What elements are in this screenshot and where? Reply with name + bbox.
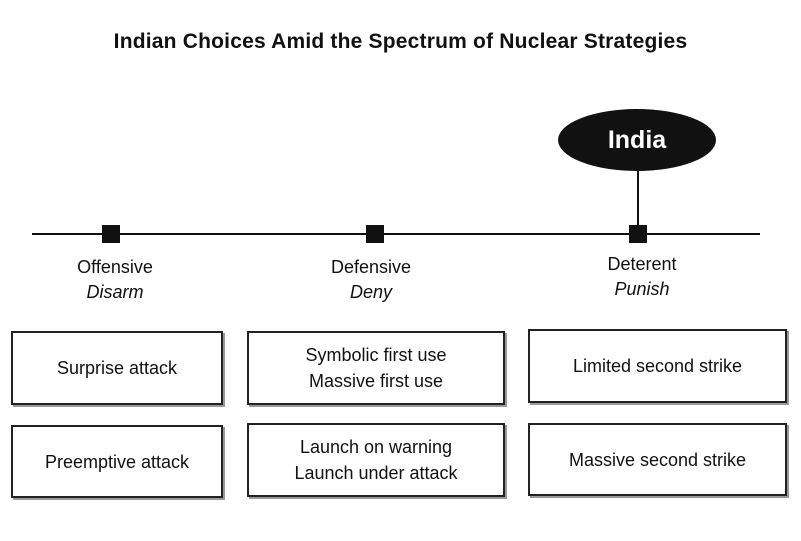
category-name: Deterent [607,254,677,274]
option-text: Preemptive attack [44,451,190,472]
option-text: Surprise attack [56,358,178,378]
axis-marker-defensive [366,225,384,243]
option-box-limited-second-strike: Limited second strike [528,329,787,403]
option-box-preemptive-attack: Preemptive attack [11,425,223,498]
india-label: India [607,125,667,154]
option-box-first-use: Symbolic first use Massive first use [247,331,505,405]
india-connector-line [637,158,639,228]
category-subtitle: Punish [614,279,670,299]
category-deterent: Deterent Punish [542,252,742,302]
category-offensive: Offensive Disarm [15,255,215,305]
option-text: Launch on warning [299,437,453,457]
axis-marker-offensive [102,225,120,243]
category-subtitle: Deny [349,282,393,302]
option-box-surprise-attack: Surprise attack [11,331,223,405]
diagram-title: Indian Choices Amid the Spectrum of Nucl… [113,30,688,53]
category-defensive: Defensive Deny [271,255,471,305]
option-text: Limited second strike [572,356,743,376]
axis-marker-deterent [629,225,647,243]
option-text: Symbolic first use [305,345,447,365]
category-subtitle: Disarm [86,282,144,302]
option-text: Massive first use [308,371,444,391]
option-text: Massive second strike [568,449,747,470]
category-name: Defensive [330,257,412,277]
spectrum-axis [32,233,760,235]
option-box-launch: Launch on warning Launch under attack [247,423,505,497]
india-highlight-ellipse: India [558,109,716,171]
category-name: Offensive [77,257,153,277]
option-box-massive-second-strike: Massive second strike [528,423,787,496]
option-text: Launch under attack [294,463,458,483]
